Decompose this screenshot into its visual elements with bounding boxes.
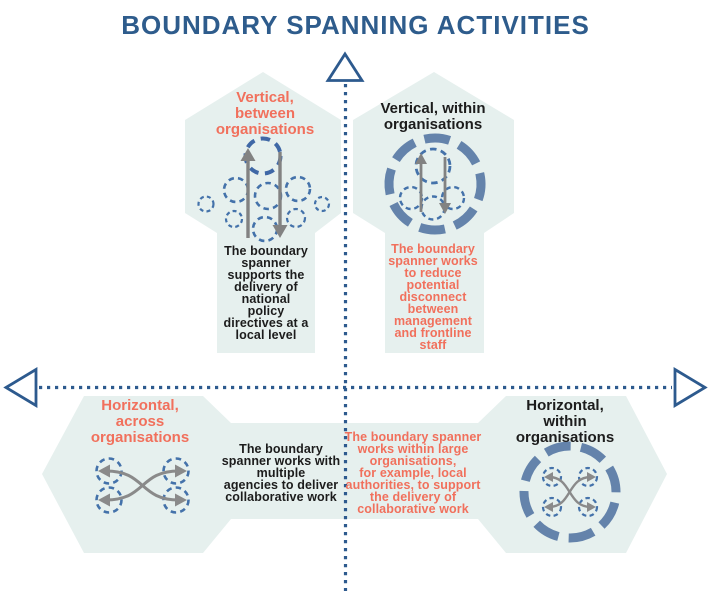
- description-vertical-within: The boundary spanner works to reduce pot…: [388, 242, 478, 352]
- vertical-between-icon: [197, 136, 331, 243]
- quadrant-shape-bottom-left: [42, 396, 346, 553]
- quadrant-shape-bottom-right: [345, 396, 667, 553]
- description-vertical-between: The boundary spanner supports the delive…: [223, 244, 309, 342]
- quadrant-shape-top-left: [185, 72, 341, 353]
- heading-vertical-within: Vertical, within organisations: [380, 100, 486, 133]
- page-title: BOUNDARY SPANNING ACTIVITIES: [121, 10, 590, 40]
- heading-horizontal-within: Horizontal, within organisations: [515, 397, 615, 446]
- description-horizontal-across: The boundary spanner works with multiple…: [221, 442, 341, 504]
- left-arrowhead-icon: [3, 367, 38, 408]
- quadrant-shape-top-right: [353, 72, 514, 353]
- heading-horizontal-across: Horizontal, across organisations: [90, 397, 190, 446]
- heading-vertical-between: Vertical, between organisations: [215, 89, 315, 138]
- vertical-within-icon: [384, 133, 486, 235]
- right-arrowhead-icon: [673, 367, 708, 408]
- description-horizontal-within: The boundary spanner works within large …: [344, 430, 482, 516]
- up-arrowhead-icon: [325, 51, 365, 82]
- horizontal-across-icon: [95, 457, 190, 514]
- horizontal-within-icon: [519, 441, 621, 543]
